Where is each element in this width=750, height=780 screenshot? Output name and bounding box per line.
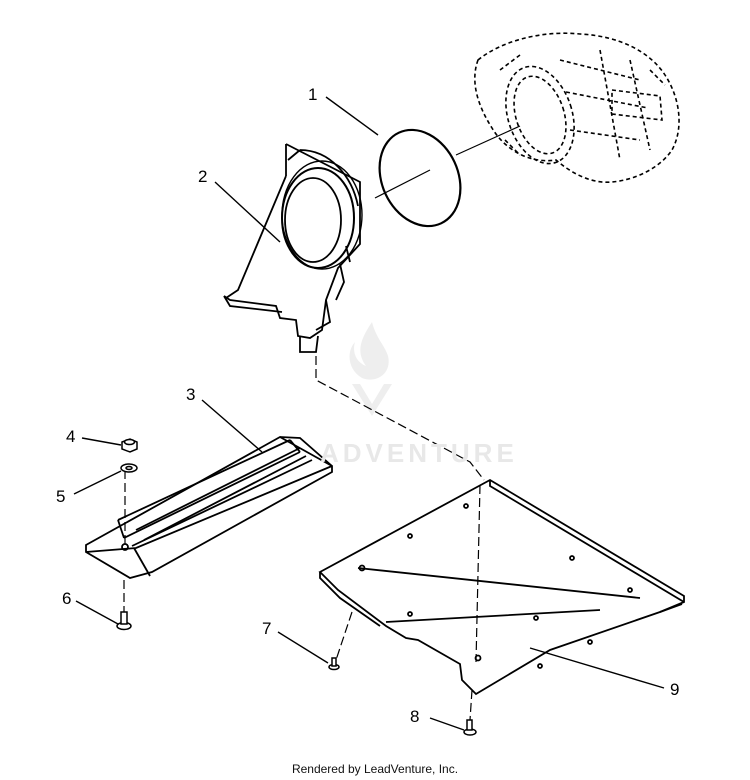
callout-9: 9 bbox=[670, 680, 680, 699]
callout-6: 6 bbox=[62, 589, 72, 608]
bolt-part-6 bbox=[116, 611, 132, 631]
nut-part-4 bbox=[121, 438, 138, 453]
skid-plate bbox=[318, 478, 685, 696]
duct-adapter bbox=[223, 143, 363, 353]
deflector bbox=[85, 435, 333, 579]
callout-3: 3 bbox=[186, 385, 196, 404]
leader-lines bbox=[73, 96, 665, 731]
watermark-text: ADVENTURE bbox=[320, 438, 518, 468]
watermark-logo-icon bbox=[349, 322, 392, 416]
callout-1: 1 bbox=[308, 85, 318, 104]
transmission-housing bbox=[474, 32, 680, 183]
center-line bbox=[374, 125, 521, 199]
callout-4: 4 bbox=[66, 427, 76, 446]
washer-part-5 bbox=[120, 463, 138, 473]
callout-8: 8 bbox=[410, 707, 420, 726]
o-ring bbox=[378, 128, 462, 228]
bolt-part-8 bbox=[463, 719, 477, 736]
callout-5: 5 bbox=[56, 487, 66, 506]
alignment-lines bbox=[123, 356, 485, 721]
callout-2: 2 bbox=[198, 167, 208, 186]
callout-7: 7 bbox=[262, 619, 272, 638]
bolt-part-7 bbox=[328, 657, 340, 671]
footer-credit: Rendered by LeadVenture, Inc. bbox=[291, 762, 459, 776]
